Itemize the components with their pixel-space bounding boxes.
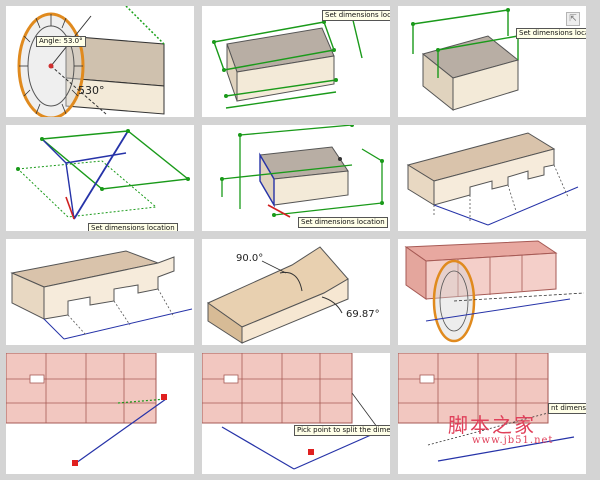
set-dims-tooltip: Set dimensions location (298, 217, 388, 228)
angle-6987-label: 69.87° (346, 309, 380, 320)
panel-plane-dimensions: Set dimensions location (6, 125, 194, 231)
dims-tooltip-cut: nt dimens (548, 403, 586, 414)
panel-ramp-angles: 90.0° 69.87° (202, 239, 390, 345)
panel-box-dimensions-2: Set dimensions loca ⇱ (398, 6, 586, 117)
set-dims-tooltip: Set dimensions location (88, 223, 178, 231)
panel-boxes-split: Pick point to split the dimension (202, 353, 390, 474)
panel-box-dimensions-1: Set dimensions loca (202, 6, 390, 117)
panel-notched-block-angled (6, 239, 194, 345)
panel-box-full-dimensions: Set dimensions location (202, 125, 390, 231)
set-dims-tooltip: Set dimensions loca (516, 28, 586, 39)
watermark-title: 脚本之家 (448, 413, 536, 437)
panel-boxes-dims-1 (6, 353, 194, 474)
panel-boxes-dims-2: nt dimens 脚本之家 www.jb51.net (398, 353, 586, 474)
set-dims-tooltip: Set dimensions loca (322, 10, 390, 21)
split-tooltip: Pick point to split the dimension (294, 425, 390, 436)
angle-90-label: 90.0° (236, 253, 264, 264)
angle-tooltip: Angle: 53.0° (36, 36, 86, 47)
panel-notched-block (398, 125, 586, 231)
angle-value-label: 530° (78, 84, 105, 97)
expand-icon[interactable]: ⇱ (566, 12, 580, 26)
panel-protractor: Angle: 53.0° 530° (6, 6, 194, 117)
panel-translucent-protractor (398, 239, 586, 345)
watermark-url: www.jb51.net (472, 435, 554, 446)
